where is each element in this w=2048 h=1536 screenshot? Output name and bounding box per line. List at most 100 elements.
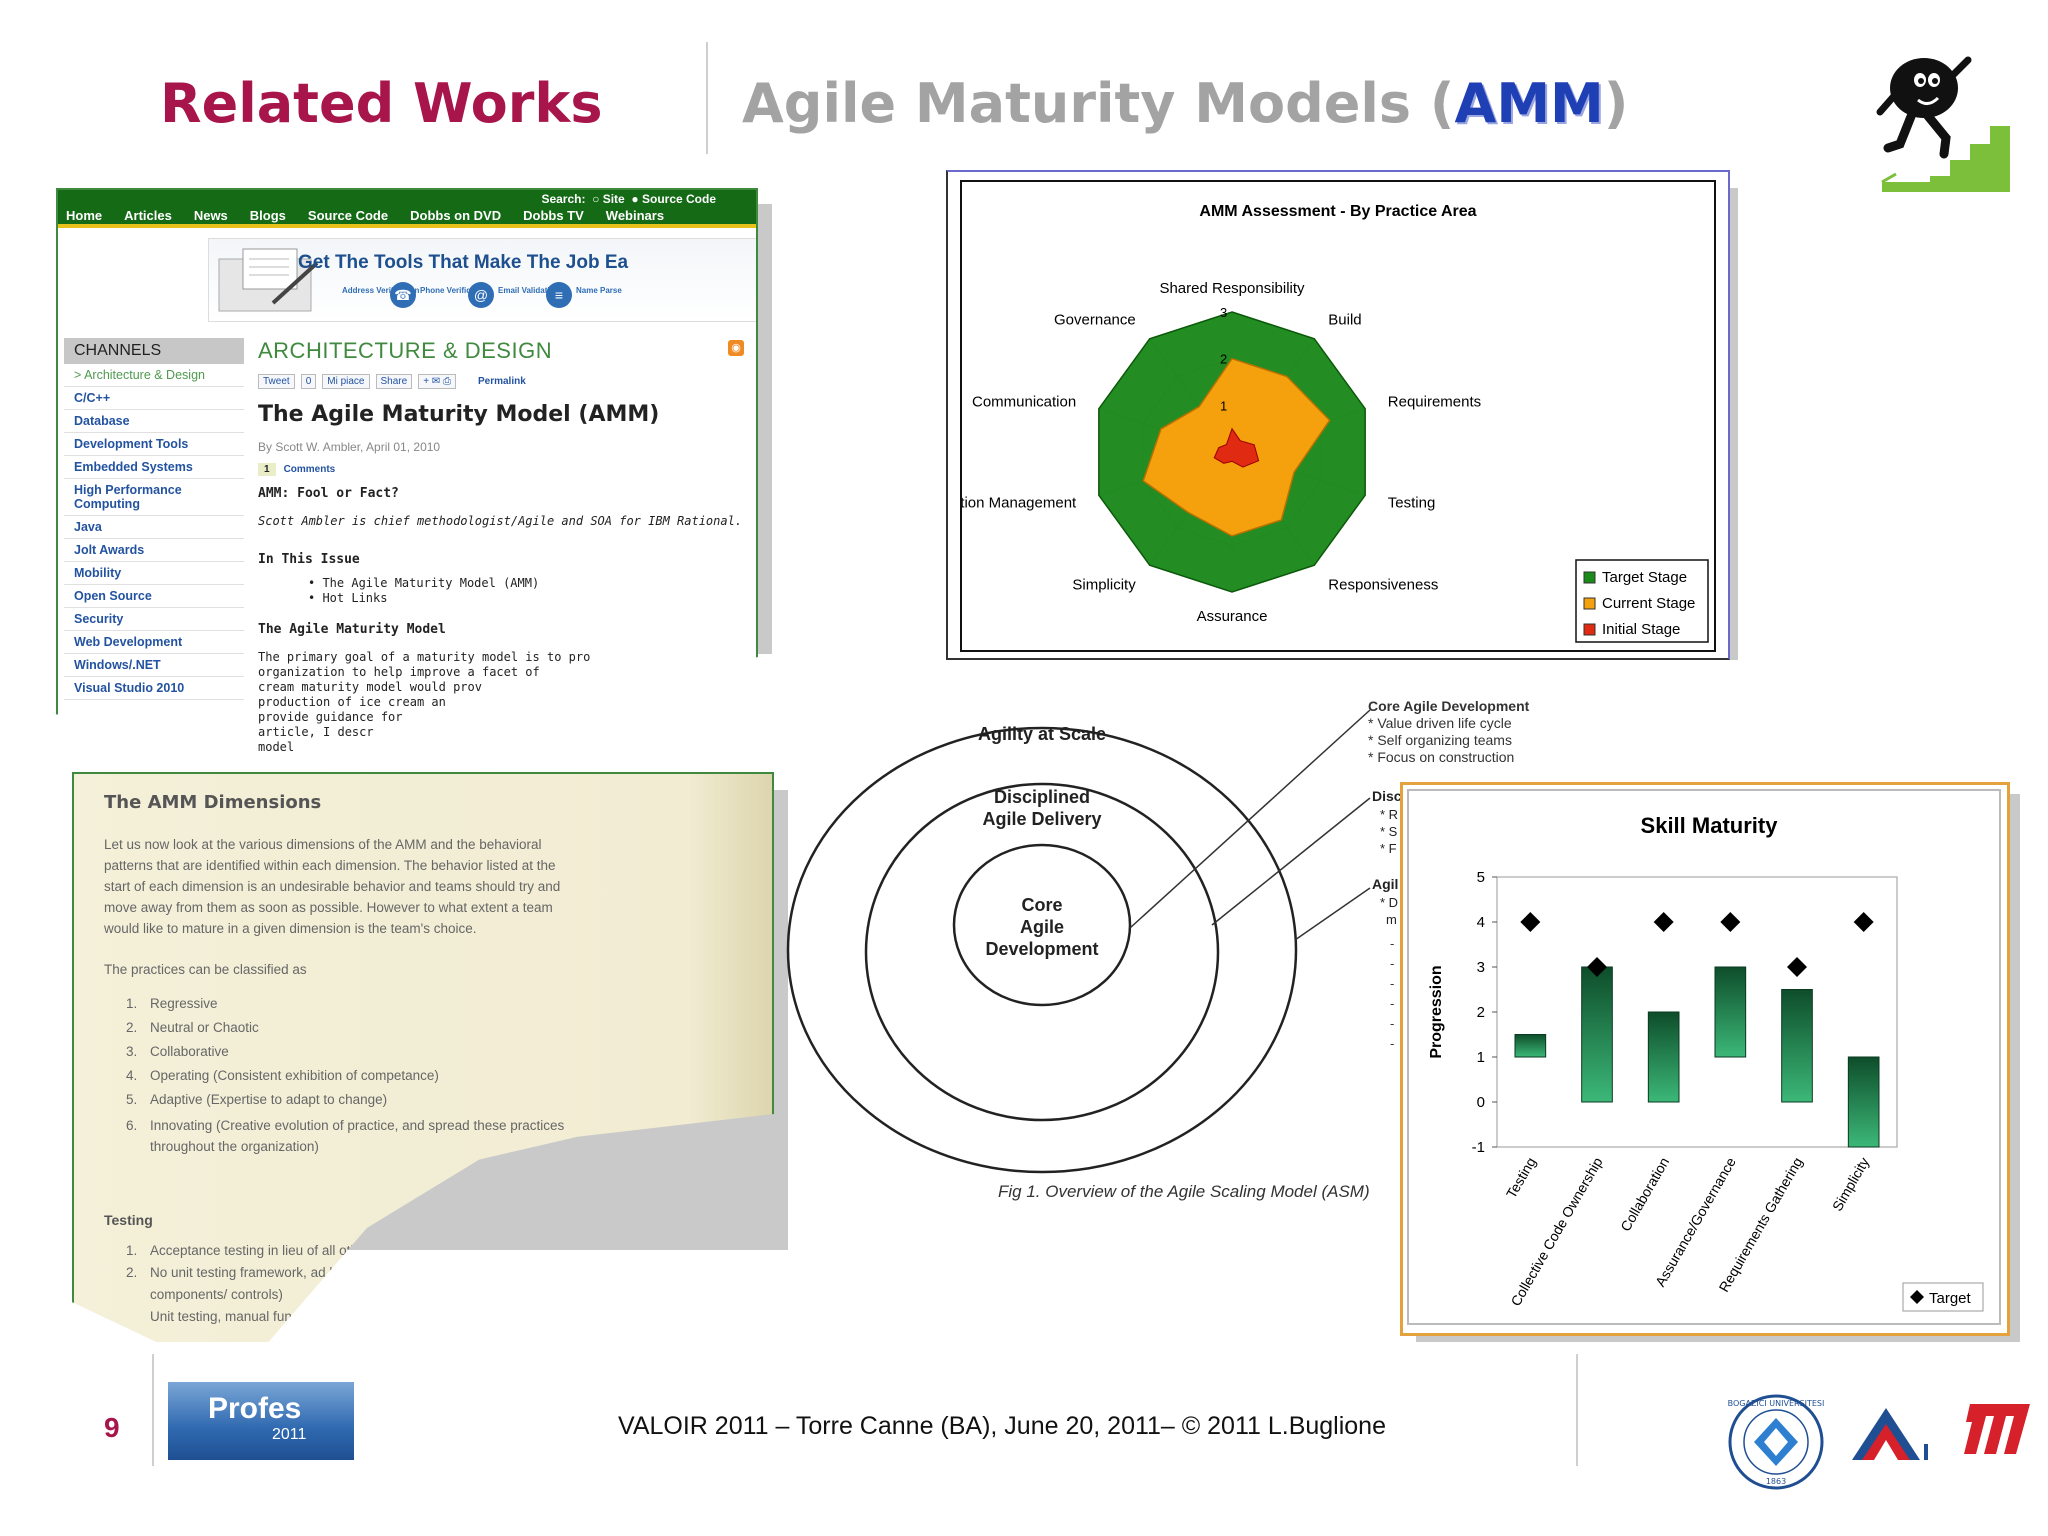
linkedin-share-button[interactable]: Share bbox=[375, 374, 413, 389]
section-heading: ARCHITECTURE & DESIGN bbox=[258, 338, 553, 363]
channel-item[interactable]: Mobility bbox=[64, 562, 244, 585]
channel-item[interactable]: Embedded Systems bbox=[64, 456, 244, 479]
channel-item[interactable]: > Architecture & Design bbox=[64, 364, 244, 387]
web-nav-webinars[interactable]: Webinars bbox=[605, 208, 665, 223]
slide-title-left: Related Works bbox=[160, 72, 603, 135]
phone-icon: ☎ bbox=[390, 282, 416, 308]
list-item: 6.Innovating (Creative evolution of prac… bbox=[126, 1118, 565, 1154]
asm-agil-fragment: Agil bbox=[1372, 876, 1399, 892]
channel-item[interactable]: Visual Studio 2010 bbox=[64, 677, 244, 700]
social-share-bar: Tweet 0 Mi piace Share + ✉ ⎙ Permalink bbox=[258, 374, 530, 389]
target-marker bbox=[1720, 912, 1741, 932]
y-tick-label: 5 bbox=[1477, 869, 1485, 886]
web-nav-underline bbox=[58, 224, 756, 228]
article-section-heading: The Agile Maturity Model bbox=[258, 622, 446, 637]
channel-item[interactable]: Security bbox=[64, 608, 244, 631]
channel-item[interactable]: Web Development bbox=[64, 631, 244, 654]
rss-icon[interactable]: ◉ bbox=[728, 340, 744, 356]
y-axis-label: Progression bbox=[1428, 965, 1445, 1058]
in-this-issue-heading: In This Issue bbox=[258, 552, 360, 567]
amm-dimensions-document: The AMM Dimensions Let us now look at th… bbox=[72, 772, 774, 1342]
y-tick-label: 2 bbox=[1477, 1004, 1485, 1021]
web-nav-articles[interactable]: Articles bbox=[124, 208, 172, 223]
skill-bar bbox=[1781, 989, 1813, 1103]
web-article-screenshot: Search: ○ Site ● Source Code Home Articl… bbox=[56, 188, 758, 760]
web-nav-dobbs-dvd[interactable]: Dobbs on DVD bbox=[410, 208, 502, 223]
share-icons[interactable]: + ✉ ⎙ bbox=[418, 374, 456, 389]
dimensions-paragraph: Let us now look at the various dimension… bbox=[104, 837, 561, 936]
tweet-button[interactable]: Tweet bbox=[258, 374, 295, 389]
testing-heading: Testing bbox=[104, 1212, 153, 1228]
title-acronym: AMM bbox=[1454, 72, 1604, 135]
radar-ring-label: 2 bbox=[1220, 352, 1227, 367]
web-nav-news[interactable]: News bbox=[193, 208, 228, 223]
x-tick-label: Collaboration bbox=[1617, 1155, 1672, 1234]
web-nav-dobbs-tv[interactable]: Dobbs TV bbox=[523, 208, 584, 223]
list-item-cont: Unit testing, manual functional t bbox=[150, 1309, 339, 1324]
footer-divider-right bbox=[1576, 1354, 1578, 1466]
radar-series-initial bbox=[1213, 427, 1260, 468]
radar-axis-label: Responsiveness bbox=[1328, 577, 1438, 594]
list-item: 5.Adaptive (Expertise to adapt to change… bbox=[126, 1092, 388, 1107]
header-divider bbox=[706, 42, 708, 154]
tweet-count: 0 bbox=[300, 374, 317, 389]
issue-item[interactable]: • Hot Links bbox=[308, 591, 388, 605]
channel-item[interactable]: Database bbox=[64, 410, 244, 433]
like-button[interactable]: Mi piace bbox=[322, 374, 370, 389]
practice-levels-list: 1.Regressive 2.Neutral or Chaotic 3.Coll… bbox=[126, 992, 686, 1157]
slide-title-right: Agile Maturity Models (AMM) bbox=[742, 72, 1628, 135]
seal-year: 1863 bbox=[1766, 1477, 1786, 1486]
skill-bar bbox=[1581, 966, 1613, 1103]
y-tick-label: -1 bbox=[1472, 1139, 1485, 1156]
page-number: 9 bbox=[104, 1412, 120, 1443]
channel-item[interactable]: Jolt Awards bbox=[64, 539, 244, 562]
asm-dash-list: ------ bbox=[1390, 936, 1395, 1051]
skill-legend-marker bbox=[1910, 1290, 1924, 1304]
asm-circles bbox=[786, 709, 1371, 1174]
asm-disc-fragment: Disc bbox=[1372, 788, 1402, 804]
skill-bar bbox=[1647, 1011, 1680, 1103]
radar-axis-label: Requirements bbox=[1388, 393, 1481, 410]
y-tick-label: 1 bbox=[1477, 1049, 1485, 1066]
channels-header: CHANNELS bbox=[64, 338, 244, 364]
title-suffix: ) bbox=[1603, 72, 1629, 135]
web-nav-blogs[interactable]: Blogs bbox=[249, 208, 286, 223]
issue-list: • The Agile Maturity Model (AMM) • Hot L… bbox=[308, 576, 539, 606]
target-marker bbox=[1653, 912, 1674, 932]
channel-item[interactable]: Open Source bbox=[64, 585, 244, 608]
radar-legend-label: Target Stage bbox=[1602, 569, 1687, 586]
list-item: 2.Neutral or Chaotic bbox=[126, 1020, 259, 1035]
web-nav-home[interactable]: Home bbox=[66, 208, 103, 223]
issue-item[interactable]: • The Agile Maturity Model (AMM) bbox=[308, 576, 540, 590]
permalink-link[interactable]: Permalink bbox=[477, 376, 526, 387]
target-marker bbox=[1520, 912, 1541, 932]
radar-axis-label: Assurance bbox=[1197, 608, 1268, 625]
radar-legend-box bbox=[1575, 559, 1709, 643]
web-nav-source-code[interactable]: Source Code bbox=[307, 208, 389, 223]
channel-item[interactable]: High Performance Computing bbox=[64, 479, 244, 516]
channel-item[interactable]: Development Tools bbox=[64, 433, 244, 456]
keyboard-pen-image bbox=[218, 248, 319, 312]
target-marker bbox=[1853, 912, 1874, 932]
channel-item[interactable]: C/C++ bbox=[64, 387, 244, 410]
email-icon: @ bbox=[468, 282, 494, 308]
asm-outer-label: Agility at Scale bbox=[977, 724, 1107, 744]
channel-item[interactable]: Windows/.NET bbox=[64, 654, 244, 677]
radar-ring-label: 1 bbox=[1220, 398, 1227, 413]
channel-item[interactable]: Java bbox=[64, 516, 244, 539]
radar-legend-swatch bbox=[1583, 623, 1596, 636]
name-parse-icon: ≡ bbox=[546, 282, 572, 308]
author-note: Scott Ambler is chief methodologist/Agil… bbox=[258, 514, 743, 528]
web-nav-bar: Search: ○ Site ● Source Code Home Articl… bbox=[58, 190, 756, 224]
dimensions-classified: The practices can be classified as bbox=[104, 962, 307, 977]
radar-axis-label: Build bbox=[1328, 311, 1361, 328]
list-item: 1.Regressive bbox=[126, 996, 218, 1011]
web-ad-banner[interactable] bbox=[208, 238, 756, 322]
skill-plot-area bbox=[1496, 876, 1898, 1148]
